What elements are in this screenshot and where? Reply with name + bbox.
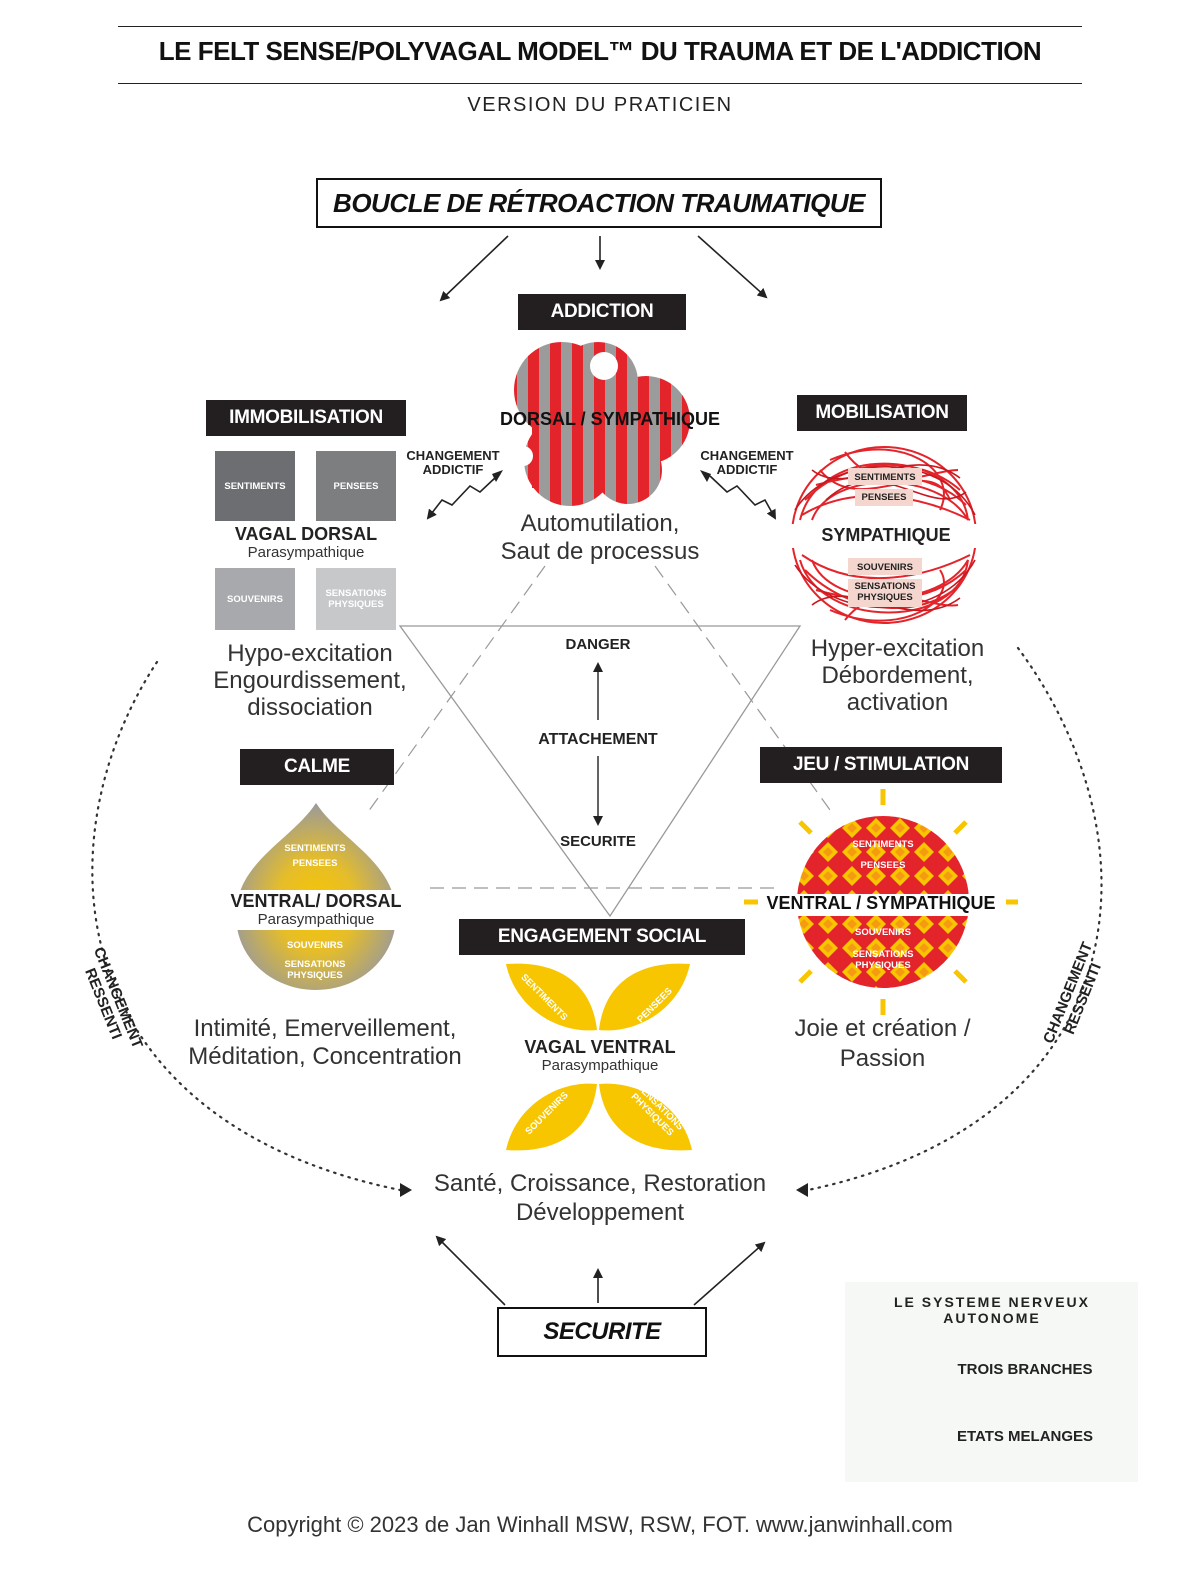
calme-pensees: PENSEES xyxy=(292,858,338,869)
immobilisation-state-label: VAGAL DORSAL xyxy=(234,524,378,544)
immobilisation-desc-2: Engourdissement, xyxy=(213,667,407,694)
jeu-sentiments: SENTIMENTS xyxy=(852,839,914,850)
securite-label: SECURITE xyxy=(560,833,636,850)
engagement-state-label: VAGAL VENTRAL xyxy=(524,1037,676,1057)
arrow-sec-right xyxy=(693,1241,766,1306)
engagement-tag: ENGAGEMENT SOCIAL xyxy=(459,919,745,955)
header-rule-top xyxy=(118,26,1082,27)
jeu-pensees: PENSEES xyxy=(860,860,906,871)
three-branches-triangle xyxy=(398,625,802,918)
danger-label: DANGER xyxy=(565,636,631,653)
dotted-arc-right xyxy=(806,646,1103,1192)
jeu-tag: JEU / STIMULATION xyxy=(760,747,1002,783)
mobilisation-souvenirs: SOUVENIRS xyxy=(857,562,913,573)
mobilisation-sensations: SENSATIONS PHYSIQUES xyxy=(854,581,916,603)
immobilisation-desc-3: dissociation xyxy=(247,694,373,721)
addiction-state-label: DORSAL / SYMPATHIQUE xyxy=(499,409,721,429)
mobilisation-desc-1: Hyper-excitation xyxy=(810,635,985,662)
addictive-change-right-2: ADDICTIF xyxy=(716,462,778,477)
immobilisation-sentiments: SENTIMENTS xyxy=(215,451,295,521)
addictive-change-left-2: ADDICTIF xyxy=(422,462,484,477)
jeu-desc-1: Joie et création / xyxy=(794,1015,971,1042)
calme-desc-2: Méditation, Concentration xyxy=(188,1043,462,1070)
jeu-state-label: VENTRAL / SYMPATHIQUE xyxy=(766,893,996,913)
immobilisation-sensations: SENSATIONS PHYSIQUES xyxy=(316,568,396,630)
page-subtitle: VERSION DU PRATICIEN xyxy=(467,94,733,116)
calme-branch-label: Parasympathique xyxy=(257,911,375,928)
arrow-loop-right xyxy=(697,235,768,299)
securite-box: SECURITE xyxy=(497,1307,707,1357)
mobilisation-sentiments: SENTIMENTS xyxy=(854,472,916,483)
arrow-loop-left xyxy=(439,235,509,302)
legend-mixed-states: ETATS MELANGES xyxy=(956,1428,1094,1445)
addiction-tag: ADDICTION xyxy=(518,294,686,330)
arrow-sec-left xyxy=(435,1235,506,1306)
copyright: Copyright © 2023 de Jan Winhall MSW, RSW… xyxy=(247,1512,953,1537)
health-growth-line-2: Développement xyxy=(515,1199,685,1226)
header-rule-bottom xyxy=(118,83,1082,84)
jeu-desc-2: Passion xyxy=(839,1045,926,1072)
addictive-change-right-1: CHANGEMENT xyxy=(700,448,794,463)
jeu-sensations: SENSATIONS PHYSIQUES xyxy=(852,949,914,971)
page-title: LE FELT SENSE/POLYVAGAL MODEL™ DU TRAUMA… xyxy=(158,36,1042,66)
legend-title-1: LE SYSTEME NERVEUX xyxy=(893,1294,1090,1310)
jeu-souvenirs: SOUVENIRS xyxy=(855,927,911,938)
health-growth-line-1: Santé, Croissance, Restoration xyxy=(433,1170,767,1197)
attachement-label: ATTACHEMENT xyxy=(538,731,658,748)
mobilisation-pensees: PENSEES xyxy=(861,492,907,503)
mobilisation-desc-3: activation xyxy=(846,689,949,716)
calme-sentiments: SENTIMENTS xyxy=(284,843,346,854)
addiction-desc-2: Saut de processus xyxy=(500,538,700,565)
addiction-flower xyxy=(513,342,690,506)
addictive-change-left-1: CHANGEMENT xyxy=(406,448,500,463)
calme-tag: CALME xyxy=(240,749,394,785)
jeu-ball xyxy=(744,789,1018,1015)
legend-title-2: AUTONOME xyxy=(943,1310,1041,1326)
immobilisation-branch-label: Parasympathique xyxy=(247,544,365,561)
engagement-butterfly xyxy=(506,963,692,1151)
mobilisation-desc-2: Débordement, xyxy=(821,662,974,689)
mobilisation-scribble xyxy=(791,446,977,624)
calme-sensations: SENSATIONS PHYSIQUES xyxy=(284,959,346,981)
addiction-desc-1: Automutilation, xyxy=(520,510,680,537)
calme-souvenirs: SOUVENIRS xyxy=(287,940,343,951)
immobilisation-tag: IMMOBILISATION xyxy=(206,400,406,436)
engagement-branch-label: Parasympathique xyxy=(541,1057,659,1074)
calme-desc-1: Intimité, Emerveillement, xyxy=(193,1015,457,1042)
legend-three-branches: TROIS BRANCHES xyxy=(957,1361,1093,1378)
legend-panel xyxy=(845,1282,1138,1482)
calme-state-label: VENTRAL/ DORSAL xyxy=(230,891,402,911)
trauma-feedback-loop-box: BOUCLE DE RÉTROACTION TRAUMATIQUE xyxy=(316,178,882,228)
mobilisation-tag: MOBILISATION xyxy=(797,395,967,431)
dotted-arc-left xyxy=(91,660,402,1192)
immobilisation-pensees: PENSEES xyxy=(316,451,396,521)
immobilisation-souvenirs: SOUVENIRS xyxy=(215,568,295,630)
immobilisation-desc-1: Hypo-excitation xyxy=(227,640,393,667)
calme-drop xyxy=(237,803,395,990)
mobilisation-state-label: SYMPATHIQUE xyxy=(821,525,951,545)
